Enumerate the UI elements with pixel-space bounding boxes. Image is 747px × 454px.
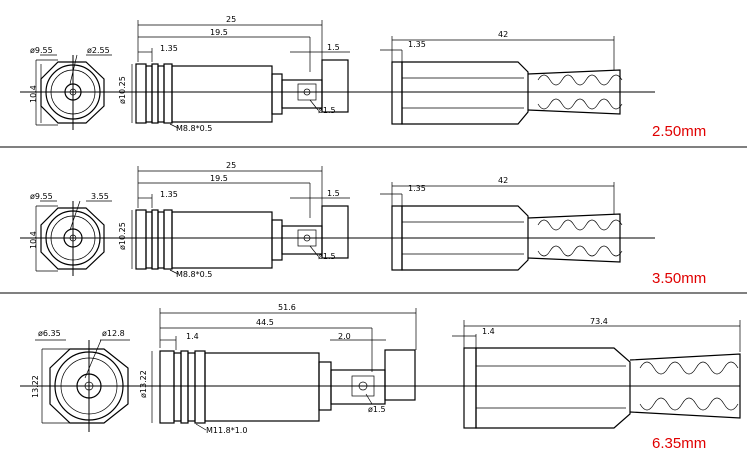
front-height: 13.22 bbox=[31, 375, 40, 398]
plug-view: 73.4 1.4 bbox=[452, 317, 741, 429]
plug-view: 42 1.35 bbox=[380, 30, 623, 125]
side-dia: ø10.25 bbox=[118, 76, 127, 104]
side-pin: 1.5 bbox=[327, 189, 340, 198]
size-label: 3.50mm bbox=[652, 270, 706, 287]
size-label: 2.50mm bbox=[652, 123, 706, 140]
plug-ring: 1.4 bbox=[482, 327, 495, 336]
side-thread: M8.8*0.5 bbox=[176, 124, 212, 133]
front-view: ø9.55 3.55 10.4 bbox=[29, 192, 112, 276]
side-hole: ø1.5 bbox=[318, 106, 336, 115]
size-label: 6.35mm bbox=[652, 435, 706, 452]
front-outer-dia: ø9.55 bbox=[30, 192, 53, 201]
side-ring: 1.35 bbox=[160, 190, 178, 199]
side-dia: ø10.25 bbox=[118, 222, 127, 250]
side-pin: 1.5 bbox=[327, 43, 340, 52]
side-view: 25 19.5 1.35 1.5 ø10.25 M8.8*0.5 bbox=[118, 161, 350, 279]
front-height: 10.4 bbox=[29, 231, 38, 249]
front-outer-dia: ø9.55 bbox=[30, 46, 53, 55]
front-pin-dia: 3.55 bbox=[91, 192, 109, 201]
front-pin-dia: ø2.55 bbox=[87, 46, 110, 55]
plug-length: 42 bbox=[498, 30, 508, 39]
plug-length: 73.4 bbox=[590, 317, 608, 326]
side-body: 19.5 bbox=[210, 174, 228, 183]
plug-view: 42 1.35 bbox=[380, 176, 623, 271]
side-hole: ø1.5 bbox=[318, 252, 336, 261]
front-pin-dia: ø12.8 bbox=[102, 329, 125, 338]
plug-length: 42 bbox=[498, 176, 508, 185]
side-ring: 1.4 bbox=[186, 332, 199, 341]
plug-ring: 1.35 bbox=[408, 184, 426, 193]
panel-3-50mm: ø9.55 3.55 10.4 25 19.5 1.35 1.5 bbox=[20, 161, 706, 287]
front-outer-dia: ø6.35 bbox=[38, 329, 61, 338]
side-thread: M8.8*0.5 bbox=[176, 270, 212, 279]
side-body: 19.5 bbox=[210, 28, 228, 37]
front-view: ø9.55 ø2.55 10.4 bbox=[29, 46, 112, 130]
side-ring: 1.35 bbox=[160, 44, 178, 53]
side-dia: ø13.22 bbox=[139, 370, 148, 398]
plug-ring: 1.35 bbox=[408, 40, 426, 49]
side-view: 25 19.5 1.35 1.5 ø10.25 M8.8*0.5 bbox=[118, 15, 350, 133]
side-view: 51.6 44.5 1.4 2.0 ø13.22 M11.8*1.0 bbox=[139, 303, 417, 435]
side-total: 51.6 bbox=[278, 303, 296, 312]
panel-6-35mm: ø6.35 ø12.8 13.22 51.6 44.5 1.4 2.0 bbox=[20, 303, 741, 452]
panel-2-50mm: ø9.55 ø2.55 10.4 25 19.5 1.35 1.5 bbox=[20, 15, 706, 140]
front-height: 10.4 bbox=[29, 85, 38, 103]
side-pin: 2.0 bbox=[338, 332, 351, 341]
side-thread: M11.8*1.0 bbox=[206, 426, 247, 435]
side-total: 25 bbox=[226, 15, 236, 24]
front-view: ø6.35 ø12.8 13.22 bbox=[31, 329, 130, 432]
side-body: 44.5 bbox=[256, 318, 274, 327]
side-total: 25 bbox=[226, 161, 236, 170]
side-hole: ø1.5 bbox=[368, 405, 386, 414]
